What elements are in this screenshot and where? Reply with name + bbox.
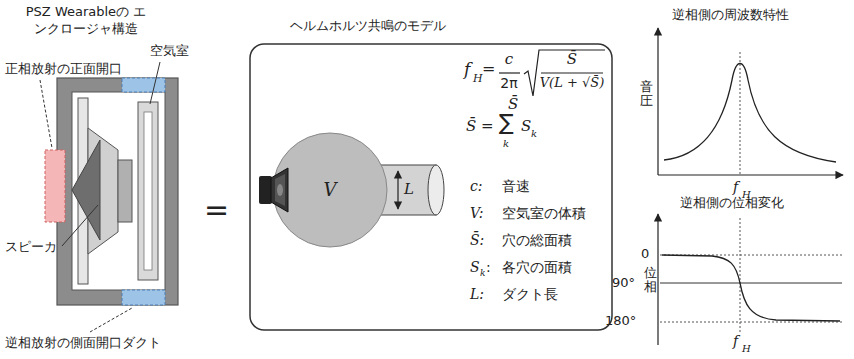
speaker-icon [258, 167, 290, 213]
model-frame [250, 44, 612, 330]
math-text: S̄ = [466, 118, 494, 135]
math-text: V: [470, 205, 483, 221]
annotation-label: 0 [641, 247, 649, 262]
node-group: ヘルムホルツ共鳴のモデル V [250, 18, 614, 332]
math-text: S [470, 259, 480, 275]
math-text: f [733, 333, 738, 349]
annotation-label: : [486, 259, 491, 275]
math-text: c [505, 51, 513, 68]
math-text: f [733, 179, 738, 195]
section-title: PSZ Wearableの エンクロージャ構造 [20, 4, 152, 38]
math-text: k [531, 128, 537, 140]
annotation-label: 空気室 [150, 44, 189, 59]
annotation-label: ダクト長 [502, 286, 558, 302]
annotation-label: スピーカ [5, 240, 57, 255]
math-text: S [521, 118, 531, 135]
annotation-label: 180° [605, 314, 636, 329]
leader-lines [40, 62, 160, 332]
annotation-label: 各穴の面積 [502, 259, 572, 275]
enclosure-drawing [45, 78, 178, 305]
duct-cylinder [380, 165, 444, 215]
annotation-label: = [482, 60, 495, 78]
annotation-label: 空気室の体積 [502, 205, 586, 221]
annotation-label: 正相放射の正面開口 [5, 62, 122, 77]
annotation-label: 2π [500, 75, 517, 91]
annotation-label: 90° [612, 276, 635, 291]
math-text: c: [470, 178, 483, 194]
math-text: S̄: [470, 232, 484, 248]
axis-label: 位相 [644, 266, 657, 295]
symbol-text: V [324, 180, 337, 201]
math-text: k [480, 268, 485, 278]
annotation-label: = [204, 193, 229, 228]
math-text: V(L + √S̄) [540, 76, 605, 91]
math-text: k [503, 138, 509, 150]
frequency-chart [658, 28, 843, 175]
annotation-label: 音速 [502, 178, 530, 194]
section-title: ヘルムホルツ共鳴のモデル [250, 18, 614, 35]
math-text: S̄ [567, 51, 577, 68]
annotation-label: ∑ [499, 110, 514, 135]
phase-chart [658, 214, 842, 345]
math-text: H [742, 343, 751, 355]
annotation-label: 逆相放射の側面開口ダクト [5, 336, 161, 351]
math-text: L: [470, 286, 484, 302]
math-text: L [404, 181, 414, 198]
annotation-label: 逆相側の周波数特性 [672, 8, 789, 23]
chamber-circle: V [272, 132, 388, 248]
annotation-label: 逆相側の位相変化 [680, 196, 784, 211]
formula-strokes [499, 50, 605, 96]
math-text: f [464, 60, 470, 80]
annotation-label: 穴の総面積 [502, 232, 572, 248]
math-text: H [473, 73, 483, 86]
axis-label: 音圧 [640, 80, 653, 109]
node-group: PSZ Wearableの エンクロージャ構造 [20, 4, 152, 310]
